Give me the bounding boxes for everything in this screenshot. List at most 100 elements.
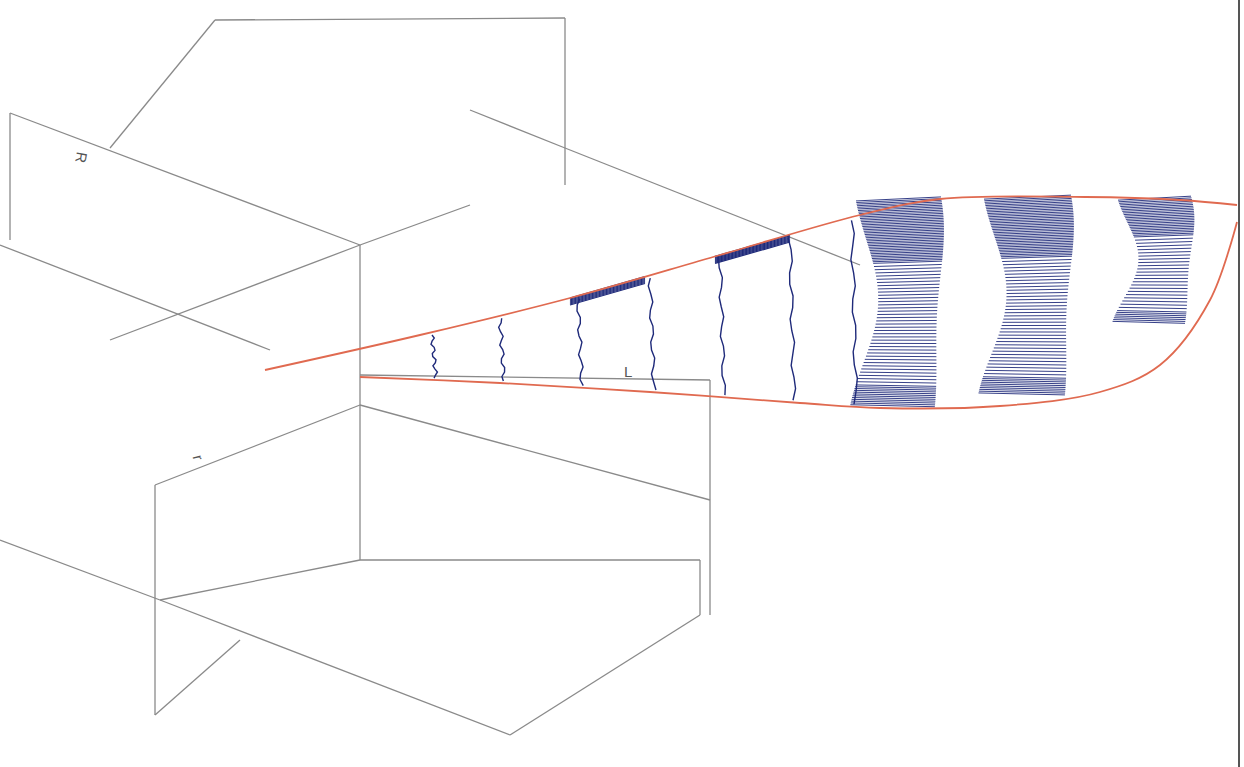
hatch-stroke bbox=[1122, 300, 1187, 302]
hatch-stroke bbox=[993, 228, 1074, 231]
hatch-stroke bbox=[870, 343, 936, 344]
hatch-stroke bbox=[863, 225, 944, 228]
hatch-stroke bbox=[878, 288, 939, 289]
hatch-stroke bbox=[1122, 208, 1193, 211]
hatch-stroke bbox=[1004, 315, 1066, 316]
hatch-stroke bbox=[1001, 256, 1072, 258]
hatch-stroke bbox=[875, 268, 942, 270]
hatch-stroke bbox=[876, 274, 941, 276]
hatch-stroke bbox=[878, 294, 938, 295]
hatch-stroke bbox=[1138, 258, 1189, 259]
hatch-stroke bbox=[991, 354, 1066, 356]
hatch-stroke bbox=[855, 387, 936, 388]
hatch-stroke bbox=[878, 301, 938, 302]
hatch-stroke bbox=[1121, 304, 1187, 305]
hatch-line bbox=[648, 278, 656, 390]
plane-label: r bbox=[191, 453, 207, 462]
hatch-stroke bbox=[1126, 294, 1187, 296]
hatch-stroke bbox=[1123, 210, 1194, 213]
hatch-stroke bbox=[860, 372, 936, 373]
hatch-stroke bbox=[1124, 211, 1194, 214]
hatch-stroke bbox=[878, 291, 939, 292]
hatch-stroke bbox=[1138, 252, 1191, 253]
hatch-stroke bbox=[875, 327, 937, 328]
hatch-stroke bbox=[865, 232, 944, 235]
hatch-stroke bbox=[1119, 307, 1187, 308]
hatch-line bbox=[431, 335, 437, 378]
hatch-stroke bbox=[871, 340, 936, 341]
hatch-stroke bbox=[1136, 241, 1192, 243]
upper-edge bbox=[265, 196, 1237, 370]
plane-label: L bbox=[624, 364, 632, 379]
hatch-stroke bbox=[864, 230, 944, 233]
hatch-band bbox=[715, 238, 790, 259]
hatch-stroke bbox=[1124, 297, 1187, 299]
hatch-stroke bbox=[1134, 278, 1188, 279]
hatch-stroke bbox=[1136, 271, 1188, 272]
hatch-stroke bbox=[1125, 215, 1194, 218]
hatch-stroke bbox=[997, 338, 1066, 339]
hatch-stroke bbox=[986, 367, 1066, 368]
hatch-stroke bbox=[851, 403, 935, 405]
hatch-stroke bbox=[1004, 269, 1070, 271]
hatch-stroke bbox=[1135, 275, 1188, 276]
hatch-stroke bbox=[979, 393, 1065, 395]
hatch-stroke bbox=[1000, 331, 1066, 332]
hatch-stroke bbox=[859, 375, 936, 376]
hatch-stroke bbox=[1006, 286, 1068, 287]
hatch-stroke bbox=[862, 223, 944, 226]
hatch-line bbox=[499, 318, 505, 381]
hatch-stroke bbox=[1137, 268, 1188, 270]
hatch-stroke bbox=[991, 223, 1074, 226]
hatch-stroke bbox=[1006, 295, 1067, 297]
hatch-line bbox=[718, 258, 725, 395]
hatch-band bbox=[570, 281, 645, 303]
hatch-stroke bbox=[852, 398, 935, 400]
hatch-stroke bbox=[856, 385, 937, 386]
hatch-stroke bbox=[979, 389, 1065, 391]
hatch-stroke bbox=[980, 386, 1065, 388]
hatch-stroke bbox=[874, 264, 942, 266]
hatch-stroke bbox=[873, 261, 942, 263]
hatch-stroke bbox=[1003, 318, 1066, 319]
hatching bbox=[431, 195, 1194, 407]
hatch-stroke bbox=[1001, 328, 1066, 329]
hatch-stroke bbox=[878, 303, 938, 305]
hatch-stroke bbox=[854, 390, 936, 392]
hatch-stroke bbox=[1005, 312, 1067, 313]
hatch-stroke bbox=[1006, 299, 1067, 301]
hatch-stroke bbox=[873, 333, 936, 334]
hatch-stroke bbox=[852, 399, 936, 401]
hatch-stroke bbox=[1126, 216, 1194, 219]
hatch-stroke bbox=[1006, 302, 1067, 304]
hatch-stroke bbox=[1003, 322, 1067, 323]
hatch-stroke bbox=[1007, 289, 1069, 290]
hatch-stroke bbox=[979, 391, 1065, 393]
hatch-stroke bbox=[1135, 238, 1193, 240]
hatch-stroke bbox=[864, 362, 937, 364]
hatch-stroke bbox=[1006, 279, 1069, 280]
hatch-stroke bbox=[852, 396, 935, 398]
hatch-stroke bbox=[877, 281, 940, 283]
hatch-stroke bbox=[1134, 235, 1193, 237]
hatch-stroke bbox=[991, 222, 1074, 225]
hatch-band bbox=[570, 280, 645, 302]
hatch-stroke bbox=[1130, 288, 1188, 289]
hatch-stroke bbox=[993, 351, 1067, 353]
hatch-stroke bbox=[1117, 311, 1186, 312]
hatch-stroke bbox=[1138, 248, 1192, 250]
hatch-stroke bbox=[1115, 316, 1186, 318]
hatch-stroke bbox=[1005, 273, 1070, 275]
hatch-stroke bbox=[981, 384, 1066, 386]
hatch-band bbox=[570, 279, 645, 301]
airfoil-outline bbox=[265, 196, 1237, 408]
hatch-stroke bbox=[877, 317, 937, 319]
hatch-stroke bbox=[990, 218, 1074, 221]
hatch-stroke bbox=[865, 359, 937, 361]
hatch-stroke bbox=[876, 320, 936, 321]
hatch-band bbox=[570, 282, 645, 304]
hatch-stroke bbox=[994, 347, 1066, 349]
hatch-stroke bbox=[855, 389, 936, 391]
